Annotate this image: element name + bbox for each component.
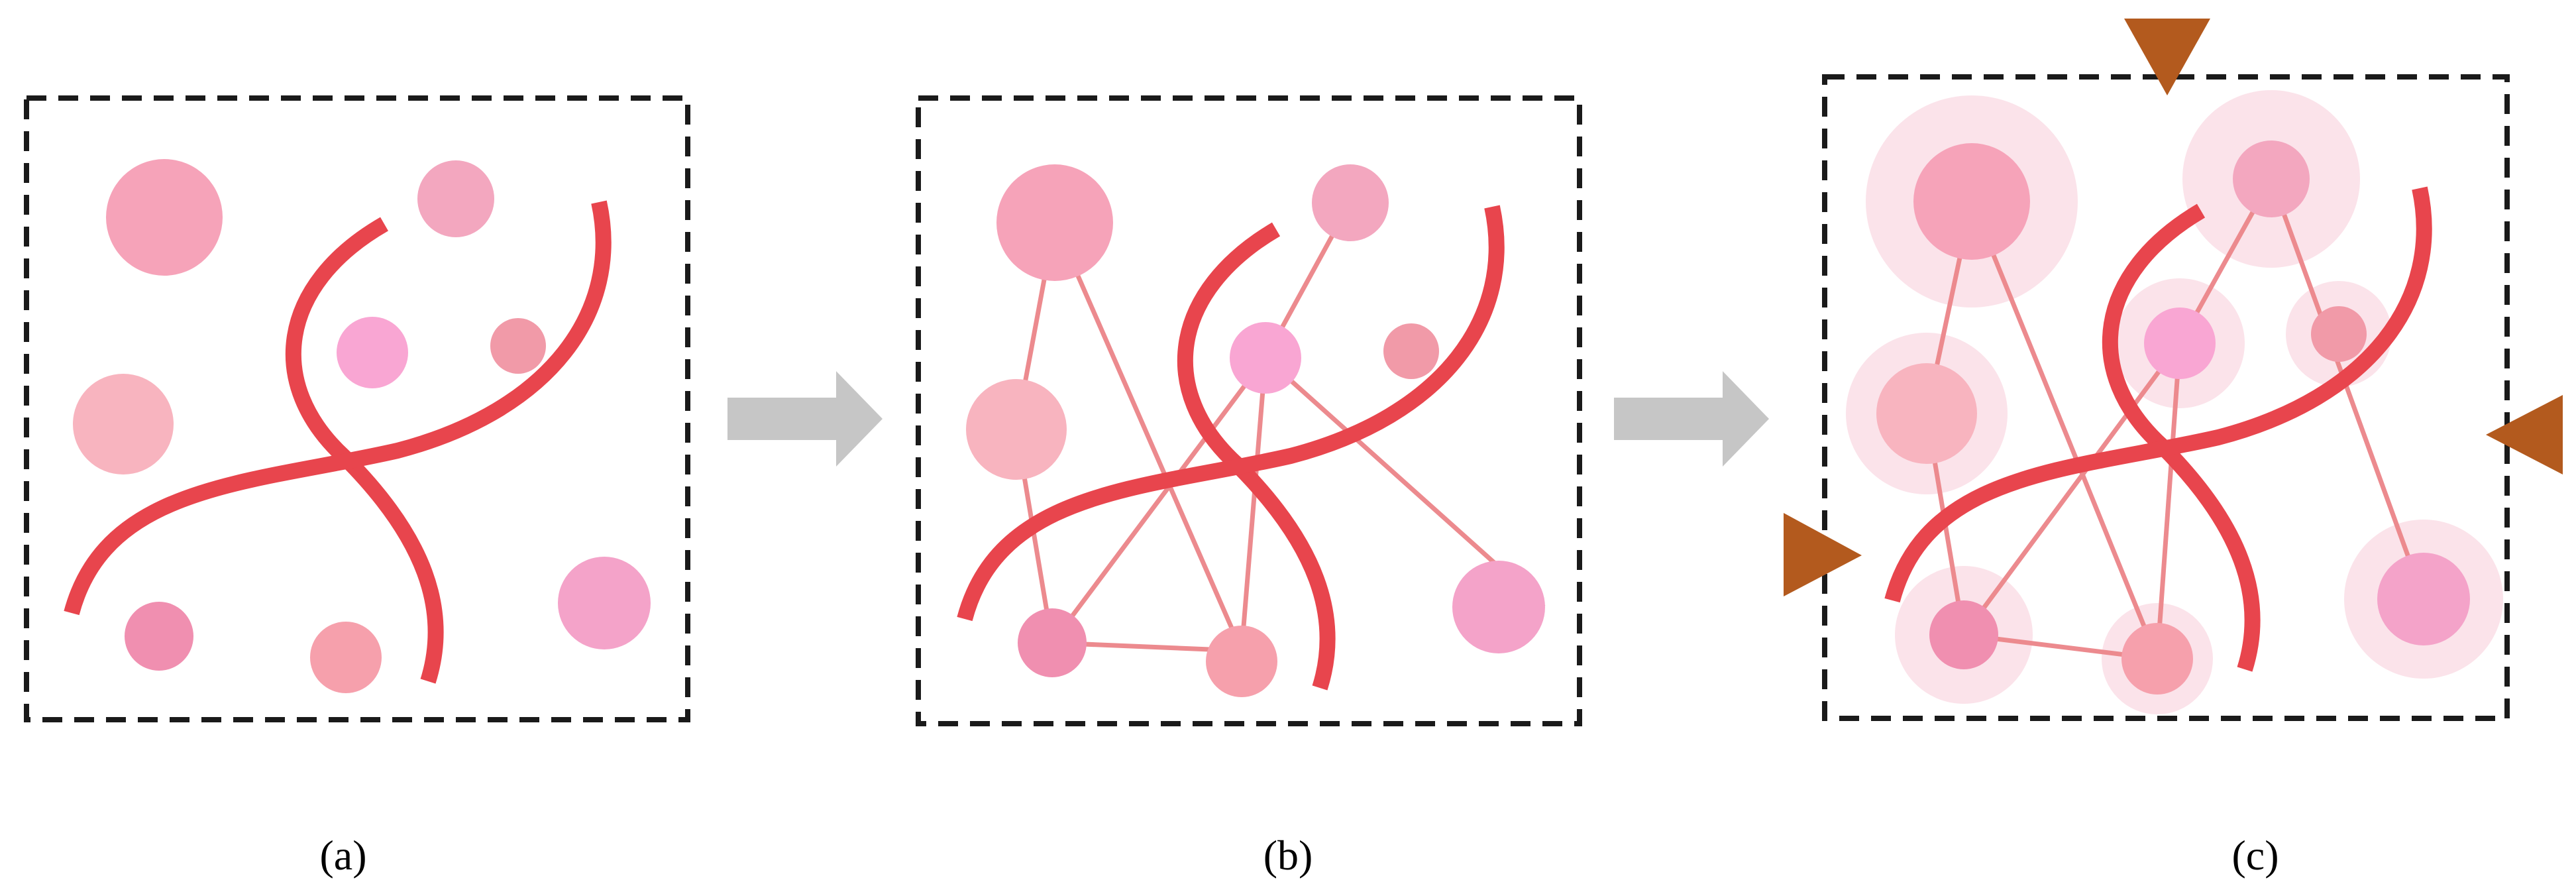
particle bbox=[1876, 363, 1977, 464]
particle bbox=[310, 622, 382, 693]
fiber-strand bbox=[64, 200, 612, 616]
panel-caption-a: (a) bbox=[319, 832, 366, 879]
particle bbox=[2311, 306, 2367, 362]
panel-b-frame bbox=[916, 95, 1582, 726]
particle bbox=[2233, 140, 2310, 217]
link bbox=[2269, 178, 2426, 600]
fiber-strand bbox=[285, 217, 444, 684]
link bbox=[1239, 357, 1268, 651]
fiber-strand bbox=[2102, 203, 2261, 672]
panel-a bbox=[24, 95, 690, 722]
particle bbox=[2121, 623, 2193, 695]
panel-caption-c: (c) bbox=[2231, 832, 2279, 879]
particle bbox=[1452, 561, 1545, 653]
link bbox=[1962, 341, 2182, 637]
panel-a-frame bbox=[24, 95, 690, 722]
fiber-strand bbox=[1177, 222, 1336, 691]
particle bbox=[1312, 164, 1389, 241]
panel-caption-b: (b) bbox=[1263, 832, 1313, 879]
particle bbox=[966, 379, 1067, 480]
particle bbox=[1913, 143, 2030, 260]
particle bbox=[106, 159, 223, 276]
particle bbox=[1383, 323, 1439, 379]
right-arrow-icon bbox=[727, 371, 883, 467]
particle bbox=[1206, 626, 1277, 697]
particle bbox=[125, 602, 193, 671]
particle bbox=[490, 318, 546, 374]
fiber-strand bbox=[1884, 186, 2432, 603]
particle bbox=[1230, 322, 1301, 394]
right-arrow-icon bbox=[1614, 371, 1769, 467]
particle bbox=[417, 160, 494, 237]
triangle-pointer-icon bbox=[2486, 395, 2563, 474]
link bbox=[2155, 343, 2182, 659]
triangle-pointer-icon bbox=[1784, 513, 1862, 596]
panel-c-frame bbox=[1822, 74, 2510, 721]
link bbox=[1052, 221, 1244, 652]
particle bbox=[1018, 608, 1087, 677]
particle bbox=[996, 164, 1113, 281]
triangle-pointer-icon bbox=[2124, 19, 2210, 95]
fiber-strand bbox=[957, 205, 1505, 622]
particle bbox=[73, 374, 174, 474]
particle bbox=[337, 317, 408, 388]
particle bbox=[558, 557, 651, 649]
panel-b bbox=[916, 95, 1582, 726]
particle bbox=[2144, 307, 2216, 379]
particle bbox=[2377, 553, 2470, 645]
link bbox=[1050, 356, 1267, 645]
link bbox=[1969, 200, 2160, 660]
particle bbox=[1929, 600, 1998, 669]
panel-c bbox=[1784, 19, 2563, 721]
